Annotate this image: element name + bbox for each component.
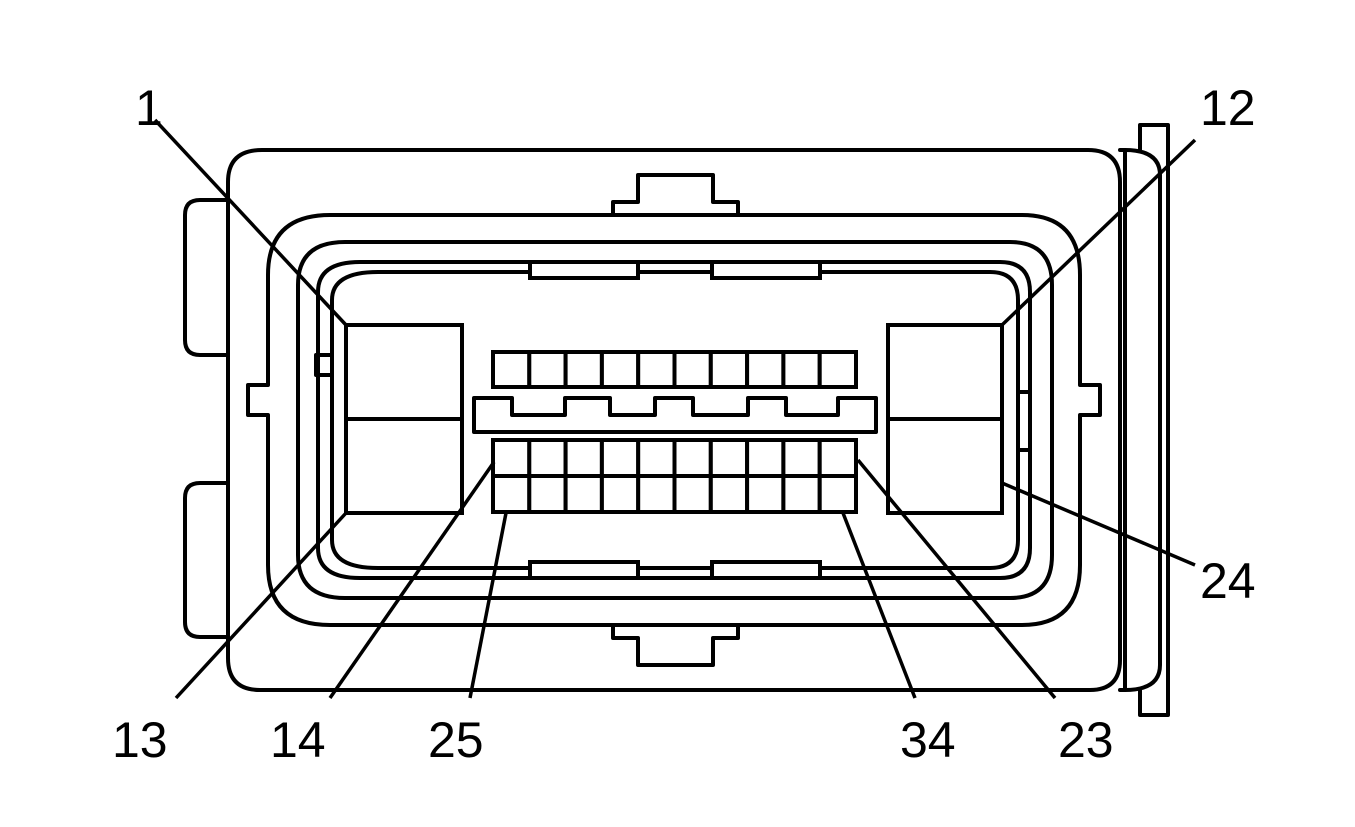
lower-cavity — [672, 474, 713, 514]
lower-cavity — [599, 438, 641, 478]
lower-cavity — [708, 474, 750, 514]
seal-ring-middle — [296, 240, 1054, 600]
lower-cavity — [781, 438, 822, 478]
left-guide-rib — [314, 353, 334, 377]
outer-housing — [226, 148, 1122, 692]
pin-label-24: 24 — [1200, 553, 1256, 609]
upper-cavity — [527, 350, 568, 389]
guide-slot-bottom-left — [528, 560, 640, 580]
upper-cavity — [636, 350, 677, 389]
pin-label-13: 13 — [112, 712, 168, 768]
upper-cavity — [708, 350, 750, 389]
upper-cavity-row — [491, 350, 859, 389]
lower-cavity — [745, 438, 786, 478]
lower-cavity — [491, 438, 532, 478]
right-rail — [1118, 148, 1127, 692]
right-rail-outer — [1138, 123, 1170, 717]
leader-pin-24 — [1001, 481, 1196, 567]
guide-slot-top-right — [710, 260, 822, 280]
right-guide-rib — [1016, 390, 1032, 452]
leader-pin-13 — [174, 511, 348, 700]
upper-cavity — [672, 350, 713, 389]
lower-cavity — [817, 438, 859, 478]
upper-cavity — [745, 350, 786, 389]
pin-label-34: 34 — [900, 712, 956, 768]
pin-label-12: 12 — [1200, 80, 1256, 136]
separator-bar — [472, 396, 878, 434]
upper-cavity — [491, 350, 532, 389]
seal-ring-inner — [316, 260, 1032, 580]
lower-cavity — [636, 438, 677, 478]
leader-pin-34 — [841, 512, 917, 699]
lower-cavity — [563, 438, 604, 478]
lower-cavity — [491, 474, 532, 514]
lower-cavity — [745, 474, 786, 514]
pin-label-25: 25 — [428, 712, 484, 768]
right-rail-tab — [1123, 148, 1162, 692]
lower-cavity — [672, 438, 713, 478]
lower-cavity — [708, 438, 750, 478]
left-latch-upper — [183, 198, 230, 357]
pin-label-14: 14 — [270, 712, 326, 768]
upper-cavity — [781, 350, 822, 389]
left-latch-lower — [183, 481, 230, 639]
pin-label-1: 1 — [135, 80, 163, 136]
top-key — [611, 173, 740, 217]
leader-pin-25 — [468, 512, 508, 699]
upper-cavity — [599, 350, 641, 389]
lower-cavity — [563, 474, 604, 514]
upper-cavity — [817, 350, 859, 389]
lower-cavity — [527, 474, 568, 514]
leader-pin-23 — [856, 458, 1057, 700]
lower-cavity — [636, 474, 677, 514]
lower-cavity — [781, 474, 822, 514]
leader-pin-14 — [328, 461, 496, 699]
bottom-key — [611, 623, 740, 667]
lower-cavity — [817, 474, 859, 514]
guide-slot-top-left — [528, 260, 640, 280]
lower-cavity — [599, 474, 641, 514]
leader-pin-12 — [1000, 138, 1197, 327]
lower-cavity — [527, 438, 568, 478]
leader-pin-1 — [153, 118, 348, 327]
guide-slot-bottom-right — [710, 560, 822, 580]
upper-cavity — [563, 350, 604, 389]
inner-cavity — [330, 270, 1020, 570]
pin-label-23: 23 — [1058, 712, 1114, 768]
lower-cavity-grid — [491, 438, 859, 514]
